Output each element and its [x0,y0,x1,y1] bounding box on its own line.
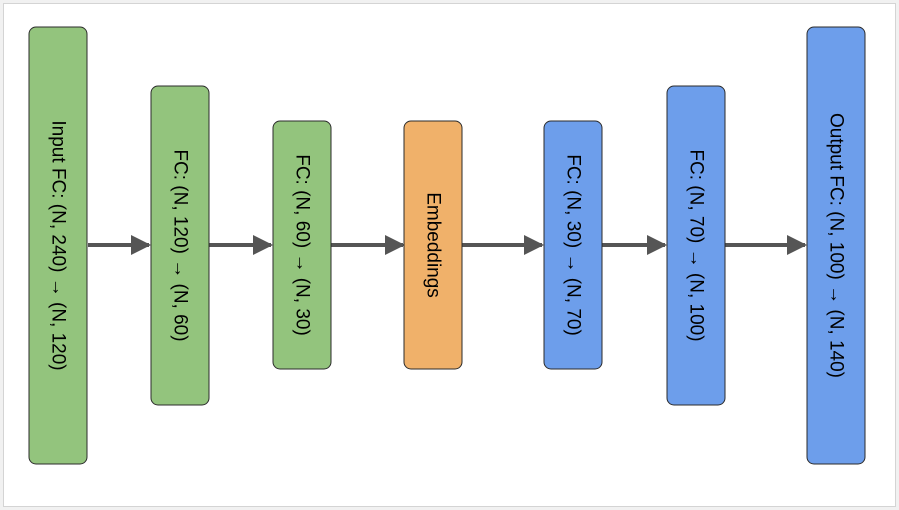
block-input-fc-label: Input FC: (N, 240) → (N, 120) [48,120,69,370]
block-fc-1-box [150,85,210,406]
block-output-fc-box [806,26,866,465]
block-output-fc-label: Output FC: (N, 100) → (N, 140) [826,113,847,378]
block-output-fc[interactable]: Output FC: (N, 100) → (N, 140) [806,26,866,465]
block-fc-2[interactable]: FC: (N, 60) → (N, 30) [272,120,332,370]
block-fc-2-label: FC: (N, 60) → (N, 30) [292,154,313,336]
block-embeddings-label: Embeddings [423,192,444,298]
block-fc-2-box [272,120,332,370]
block-fc-3-label: FC: (N, 30) → (N, 70) [563,154,584,336]
block-fc-1[interactable]: FC: (N, 120) → (N, 60) [150,85,210,406]
block-input-fc-box [28,26,88,465]
block-fc-1-label: FC: (N, 120) → (N, 60) [170,149,191,341]
block-fc-3[interactable]: FC: (N, 30) → (N, 70) [543,120,603,370]
block-fc-4-box [666,85,726,406]
block-input-fc[interactable]: Input FC: (N, 240) → (N, 120) [28,26,88,465]
block-embeddings[interactable]: Embeddings [403,120,463,370]
block-fc-3-box [543,120,603,370]
block-fc-4[interactable]: FC: (N, 70) → (N, 100) [666,85,726,406]
block-fc-4-label: FC: (N, 70) → (N, 100) [686,149,707,341]
block-embeddings-box [403,120,463,370]
